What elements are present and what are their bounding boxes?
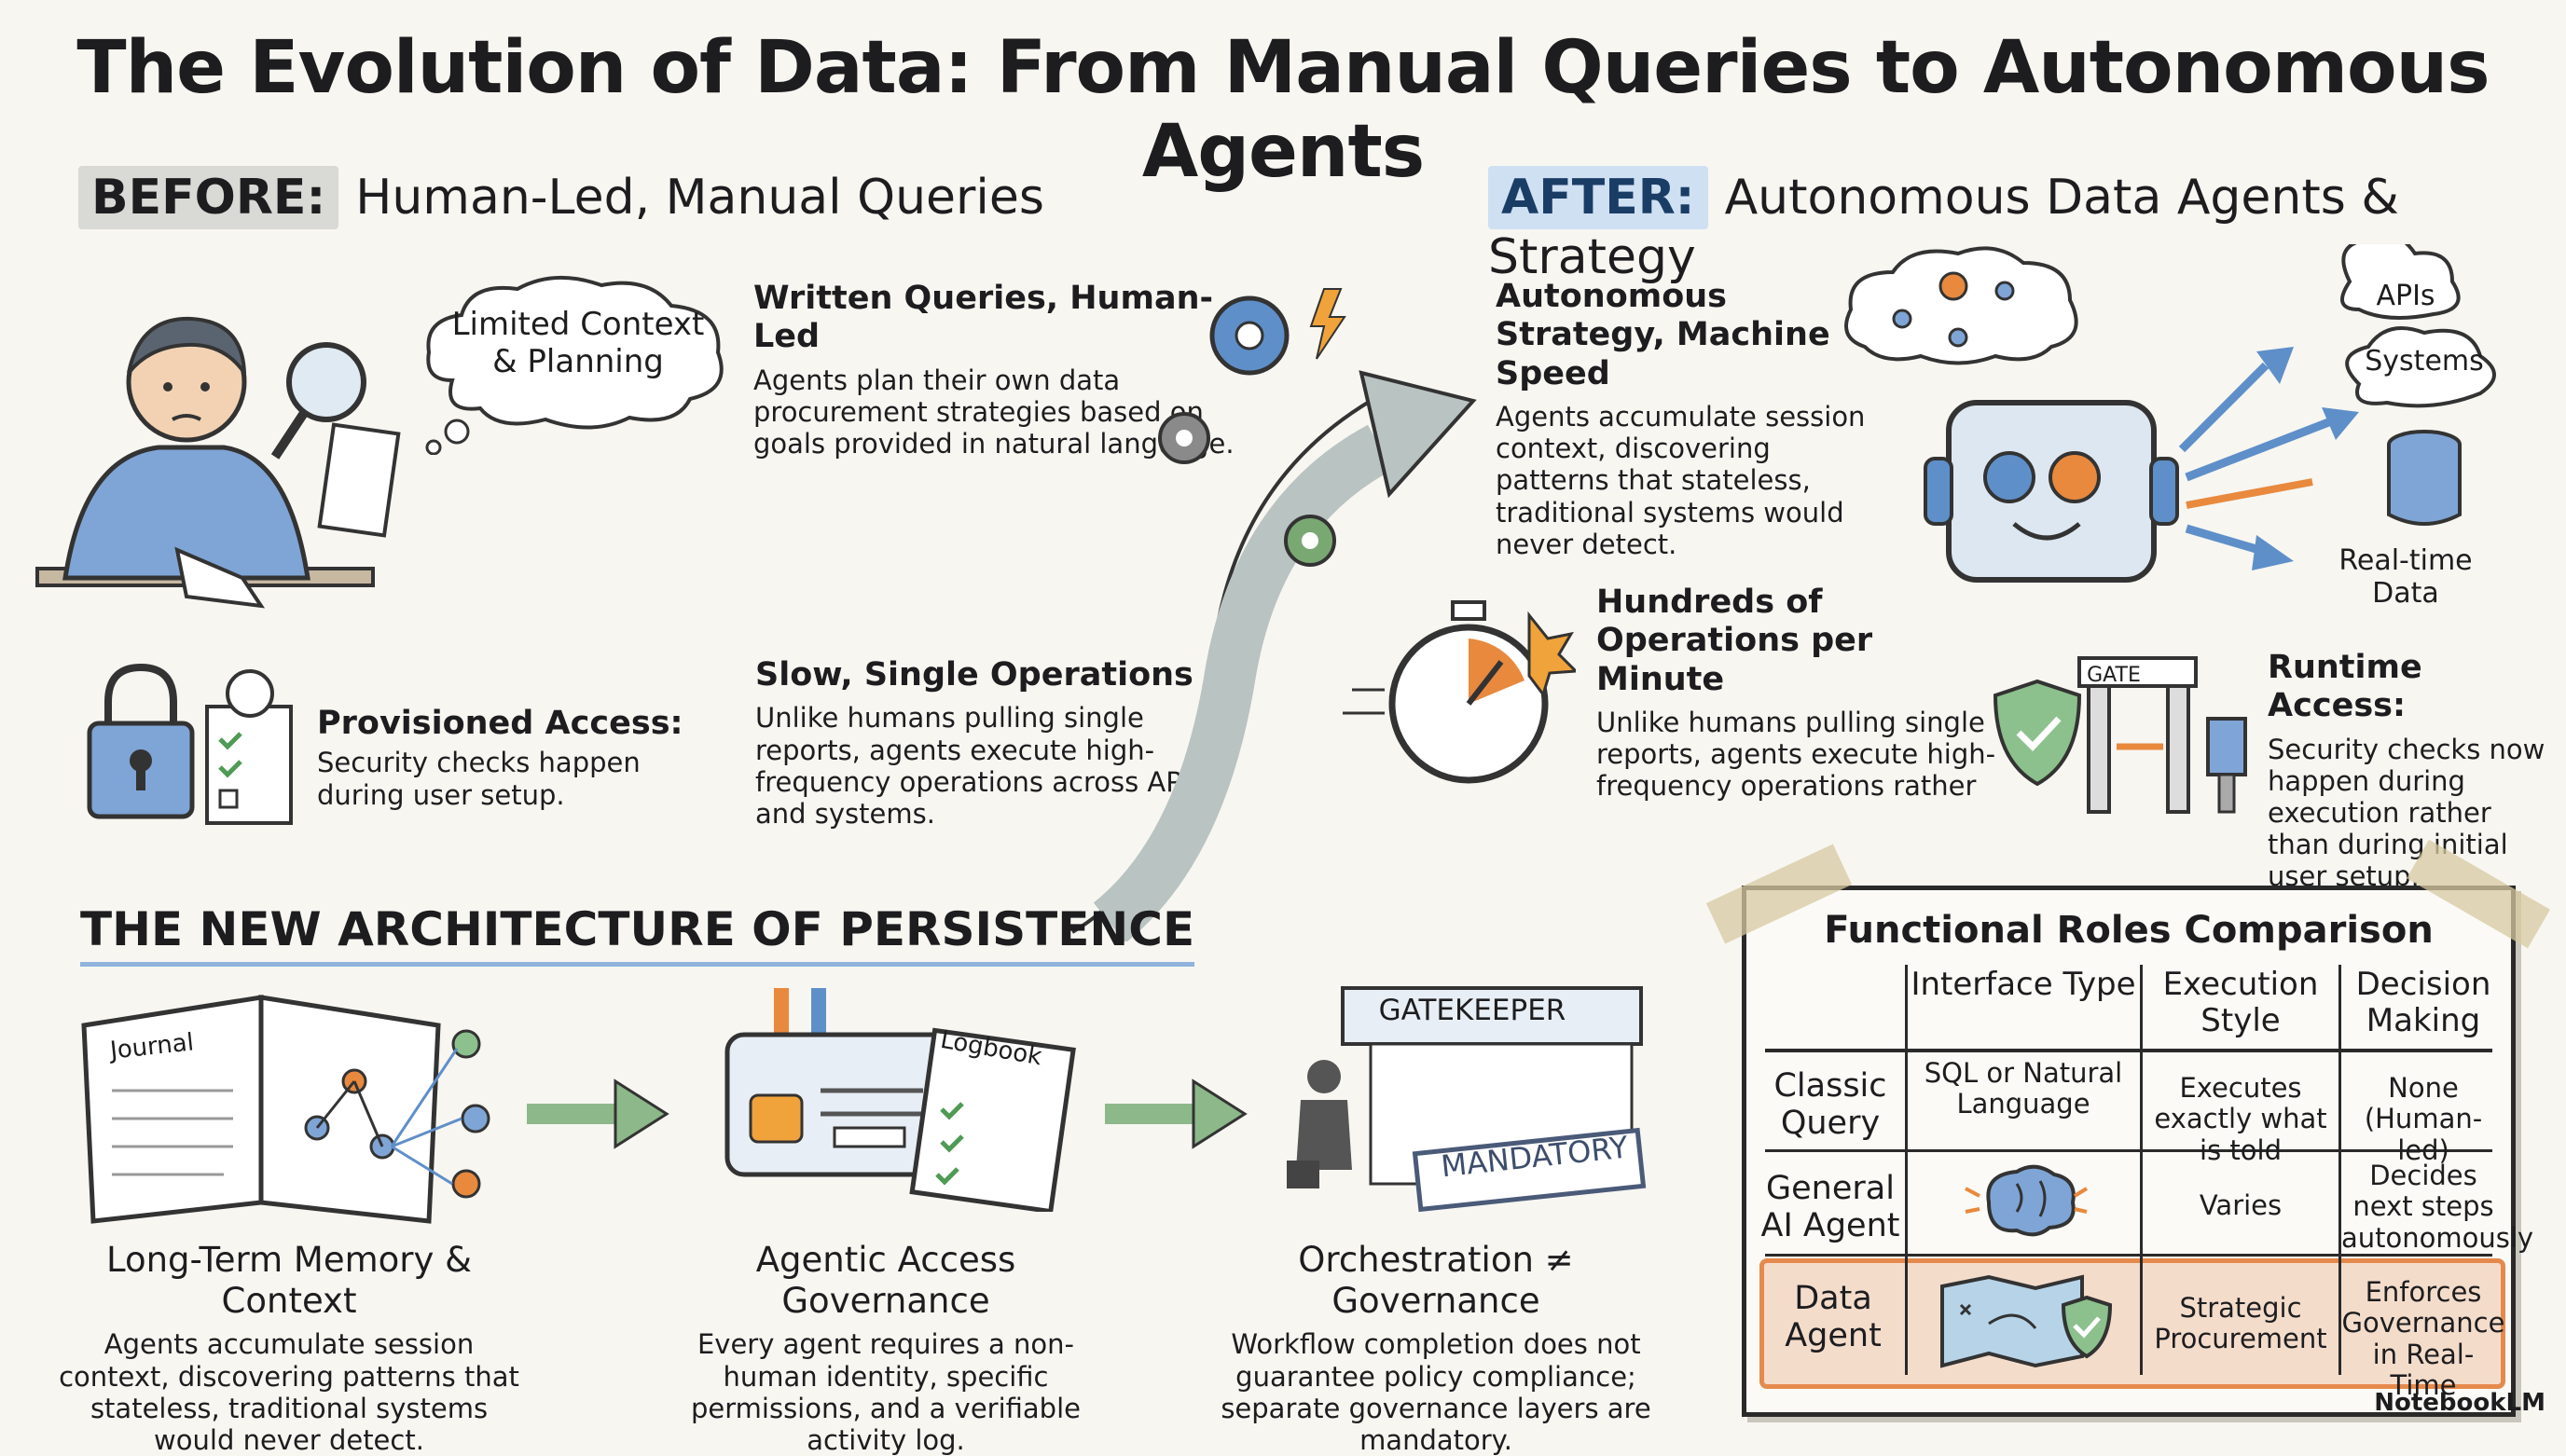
brain-icon (1965, 1164, 2089, 1237)
before-heading-text: Human-Led, Manual Queries (355, 170, 1044, 226)
slow-operations-block: Slow, Single Operations Unlike humans pu… (755, 656, 1240, 830)
slow-operations-title: Slow, Single Operations (755, 656, 1193, 694)
provisioned-access-title: Provisioned Access: (317, 705, 683, 742)
written-queries-title: Written Queries, Human-Led (753, 280, 1214, 356)
transition-arrow-icon (1070, 288, 1477, 941)
runtime-access-title: Runtime Access: (2268, 649, 2422, 725)
map-shield-icon (1940, 1274, 2113, 1368)
thought-cloud-label: Limited Context & Planning (451, 306, 705, 381)
cell-classic-execution: Executes exactly what is told (2154, 1072, 2327, 1166)
roles-comparison-table: Functional Roles Comparison Interface Ty… (1705, 839, 2550, 1417)
hundreds-operations-title: Hundreds of Operations per Minute (1596, 584, 1873, 698)
orchestration-block: Orchestration ≠ Governance Workflow comp… (1193, 1240, 1678, 1456)
roles-table-title: Functional Roles Comparison (1824, 909, 2434, 952)
thought-cloud-icon (425, 276, 724, 455)
access-governance-text: Every agent requires a non-human identit… (690, 1328, 1081, 1456)
row-general-ai-agent: General AI Agent (1760, 1170, 1900, 1245)
written-queries-block: Written Queries, Human-Led Agents plan t… (753, 280, 1238, 460)
col-interface-type: Interface Type (1911, 966, 2136, 1003)
col-execution-style: Execution Style (2162, 966, 2319, 1040)
row-data-agent: Data Agent (1785, 1280, 1882, 1355)
cell-classic-interface: SQL or Natural Language (1924, 1057, 2123, 1120)
realtime-data-label: Real-time Data (2338, 544, 2473, 610)
orchestration-text: Workflow completion does not guarantee p… (1221, 1328, 1651, 1456)
stopwatch-icon (1343, 600, 1576, 784)
orchestration-title: Orchestration ≠ Governance (1298, 1240, 1574, 1321)
notebooklm-brand: NotebookLM (2374, 1389, 2545, 1417)
cell-data-decision: Enforces Governance in Real-Time (2341, 1276, 2505, 1402)
provisioned-access-block: Provisioned Access: Security checks happ… (317, 705, 718, 811)
runtime-access-text: Security checks now happen during execut… (2268, 733, 2545, 893)
id-badge-logbook-icon (724, 988, 1076, 1212)
cell-general-decision: Decides next steps autonomously (2341, 1160, 2534, 1254)
arrow-right-icon (527, 1078, 669, 1149)
before-tag: BEFORE: (78, 166, 339, 229)
memory-context-block: Long-Term Memory & Context Agents accumu… (56, 1240, 522, 1456)
page-title: The Evolution of Data: From Manual Queri… (76, 26, 2490, 194)
systems-label: Systems (2365, 345, 2484, 378)
provisioned-access-text: Security checks happen during user setup… (317, 747, 641, 811)
hundreds-operations-text: Unlike humans pulling single reports, ag… (1596, 706, 1996, 803)
before-heading: BEFORE: Human-Led, Manual Queries (78, 166, 1044, 229)
robot-agent-icon (1844, 244, 2496, 583)
arrow-right-icon-2 (1105, 1078, 1248, 1149)
cell-classic-decision: None (Human-led) (2364, 1072, 2483, 1166)
cell-general-execution: Varies (2199, 1189, 2283, 1221)
autonomous-strategy-title: Autonomous Strategy, Machine Speed (1496, 278, 1830, 392)
hundreds-operations-block: Hundreds of Operations per Minute Unlike… (1596, 584, 2007, 803)
gate-label: GATE (2087, 664, 2141, 687)
after-heading: AFTER:Autonomous Data Agents & Strategy (1488, 166, 2566, 285)
runtime-access-block: Runtime Access: Security checks now happ… (2268, 649, 2547, 893)
memory-context-title: Long-Term Memory & Context (105, 1240, 473, 1321)
after-heading-text: Autonomous Data Agents & Strategy (1488, 170, 2399, 285)
journal-network-icon (81, 995, 490, 1224)
security-gate-icon (1993, 656, 2247, 814)
padlock-checklist-icon (87, 663, 293, 825)
data-agent-highlight (1759, 1258, 2505, 1389)
access-governance-title: Agentic Access Governance (755, 1240, 1016, 1321)
autonomous-strategy-block: Autonomous Strategy, Machine Speed Agent… (1496, 278, 1887, 560)
written-queries-text: Agents plan their own data procurement s… (753, 364, 1235, 460)
gatekeeper-label: GATEKEEPER (1378, 994, 1566, 1027)
slow-operations-text: Unlike humans pulling single reports, ag… (755, 702, 1205, 830)
gatekeeper-icon (1287, 986, 1647, 1213)
after-tag: AFTER: (1488, 166, 1708, 229)
autonomous-strategy-text: Agents accumulate session context, disco… (1496, 400, 1866, 560)
architecture-title: THE NEW ARCHITECTURE OF PERSISTENCE (80, 902, 1195, 967)
col-decision-making: Decision Making (2355, 966, 2491, 1040)
access-governance-block: Agentic Access Governance Every agent re… (653, 1240, 1119, 1456)
row-classic-query: Classic Query (1773, 1067, 1887, 1143)
cell-data-execution: Strategic Procurement (2154, 1292, 2327, 1355)
person-working-icon (35, 316, 401, 609)
apis-label: APIs (2376, 280, 2435, 312)
memory-context-text: Agents accumulate session context, disco… (59, 1328, 519, 1456)
